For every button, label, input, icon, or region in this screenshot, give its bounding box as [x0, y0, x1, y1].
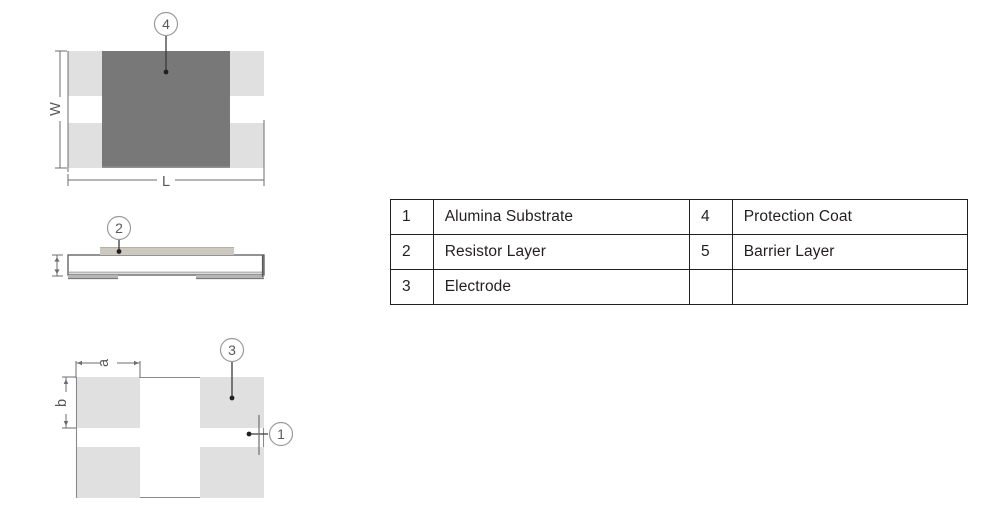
table-row: 1 Alumina Substrate 4 Protection Coat [390, 199, 969, 235]
bottom-view-dim-a-arrow-left [77, 360, 82, 366]
side-view-electrode-left [68, 275, 118, 279]
top-view-electrode-left-upper [68, 51, 102, 96]
side-view-group: 2 [52, 215, 265, 280]
bottom-view-dim-b-arrow-bottom [63, 421, 69, 426]
top-view-dim-w-label: W [48, 102, 64, 116]
table-row: 3 Electrode [390, 269, 969, 305]
bottom-view-electrode-bottom-right [200, 447, 264, 498]
callout-4-number: 4 [162, 16, 170, 32]
side-view-electrode-right [196, 275, 264, 279]
legend-label-3: Electrode [432, 269, 690, 305]
callout-3-dot [229, 395, 235, 401]
legend-number-4: 4 [688, 199, 733, 235]
legend-number-5: 5 [688, 234, 733, 270]
callout-3-circle[interactable] [219, 337, 245, 363]
legend-number-2: 2 [390, 234, 434, 270]
top-view-group: W L 4 [48, 11, 265, 190]
legend-label-5: Barrier Layer [731, 234, 969, 270]
callout-2-dot [116, 249, 122, 254]
side-view-dim-arrow-top [54, 257, 60, 262]
callout-4-circle[interactable] [153, 11, 179, 37]
top-view-electrode-right-upper [230, 51, 264, 96]
side-view-dim-arrow-bottom [54, 269, 60, 274]
top-view-electrode-right-lower [230, 123, 264, 168]
callout-1-number: 1 [277, 426, 285, 442]
callout-1-circle[interactable] [268, 421, 294, 447]
bottom-view-dim-b-label: b [54, 399, 70, 407]
side-view-resistor-layer [100, 247, 234, 255]
legend-label-empty [731, 269, 969, 305]
bottom-view-dim-a-label: a [96, 358, 112, 367]
top-view-dim-l-label: L [162, 174, 170, 190]
callout-2-number: 2 [115, 220, 123, 236]
legend-number-1: 1 [390, 199, 434, 235]
bottom-view-electrode-bottom-left [76, 447, 140, 498]
callout-2-circle[interactable] [106, 215, 132, 241]
bottom-view-group: a b 3 1 [54, 337, 294, 499]
legend-number-3: 3 [390, 269, 434, 305]
legend-label-2: Resistor Layer [432, 234, 690, 270]
callout-3-number: 3 [228, 342, 236, 358]
bottom-view-dim-a-arrow-right [134, 360, 139, 366]
bottom-view-electrode-top-left [76, 377, 140, 428]
legend-table: 1 Alumina Substrate 4 Protection Coat 2 … [390, 199, 969, 305]
callout-4-dot [163, 69, 169, 75]
legend-number-empty [688, 269, 733, 305]
callout-1-dot [246, 431, 252, 437]
bottom-view-dim-b-arrow-top [63, 379, 69, 384]
legend-label-1: Alumina Substrate [432, 199, 690, 235]
legend-label-4: Protection Coat [731, 199, 969, 235]
top-view-electrode-left-lower [68, 123, 102, 168]
table-row: 2 Resistor Layer 5 Barrier Layer [390, 234, 969, 270]
